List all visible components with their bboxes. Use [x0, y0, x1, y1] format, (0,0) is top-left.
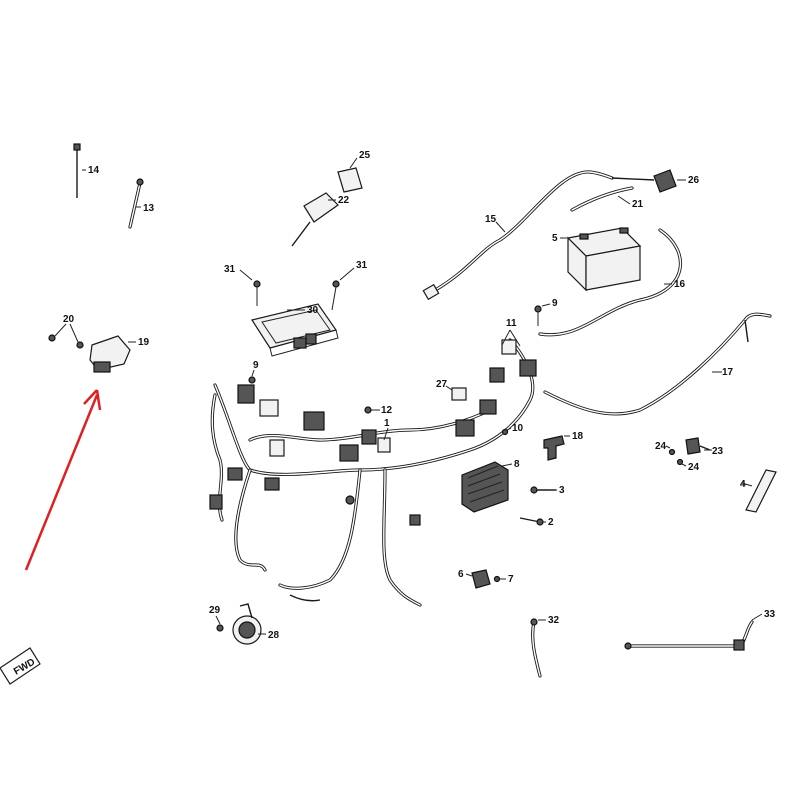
label-28: 28: [268, 630, 280, 641]
part-12-bolt: [364, 406, 380, 414]
part-7-screw: [493, 575, 506, 583]
part-31a-bolt: [239, 269, 261, 306]
label-20: 20: [63, 314, 75, 325]
label-29: 29: [209, 605, 221, 616]
part-26-terminal: [611, 169, 686, 193]
label-9a: 9: [253, 360, 259, 371]
label-25: 25: [359, 150, 371, 161]
part-6-holder: [465, 569, 491, 589]
part-4-strap: [741, 469, 777, 513]
label-7: 7: [508, 574, 514, 585]
part-32-cable: [530, 618, 546, 678]
part-24a-screw: [665, 445, 676, 456]
label-11: 11: [506, 318, 517, 329]
label-12: 12: [381, 405, 393, 416]
part-14-bolt: [73, 143, 86, 198]
part-18-bracket: [543, 435, 570, 461]
part-29-nut: [215, 615, 224, 632]
label-9b: 9: [552, 298, 558, 309]
part-8-regulator: [461, 461, 513, 513]
label-23: 23: [712, 446, 724, 457]
label-6: 6: [458, 569, 464, 580]
part-13-cable-tie: [128, 178, 144, 229]
part-17-cable: [543, 312, 772, 416]
part-28-horn: [232, 603, 266, 645]
label-15: 15: [485, 214, 497, 225]
main-wiring-harness: [209, 338, 537, 607]
part-9a-bolt: [248, 369, 256, 384]
part-20-screws: [48, 323, 84, 349]
label-2: 2: [548, 517, 554, 528]
part-10-bolt: [501, 427, 512, 436]
label-5: 5: [552, 233, 558, 244]
label-26: 26: [688, 175, 700, 186]
label-31b: 31: [356, 260, 368, 271]
part-3-bolt: [530, 486, 557, 494]
part-21-cable: [570, 186, 634, 212]
part-5-battery: [560, 227, 642, 292]
part-9b-bolt: [534, 303, 551, 326]
part-25-tag: [337, 157, 363, 193]
part-33-cable: [624, 613, 763, 651]
part-2-bolt: [519, 517, 546, 526]
label-3: 3: [559, 485, 565, 496]
label-33: 33: [764, 609, 776, 620]
label-16: 16: [674, 279, 686, 290]
part-11-leaders: [501, 329, 521, 347]
part-27-relay: [445, 385, 467, 401]
label-13: 13: [143, 203, 155, 214]
label-30: 30: [307, 305, 319, 316]
label-31a: 31: [224, 264, 236, 275]
label-8: 8: [514, 459, 520, 470]
label-24a: 24: [655, 441, 667, 452]
label-32: 32: [548, 615, 560, 626]
label-24b: 24: [688, 462, 700, 473]
label-14: 14: [88, 165, 100, 176]
label-22: 22: [338, 195, 350, 206]
label-4: 4: [740, 479, 746, 490]
part-23-sensor: [685, 437, 712, 455]
fwd-direction-badge: FWD: [0, 647, 41, 685]
part-31b-bolt: [331, 267, 355, 311]
part-22-sensor: [291, 192, 339, 247]
label-17: 17: [722, 367, 734, 378]
label-27: 27: [436, 379, 448, 390]
leader-1: [383, 427, 389, 441]
part-16-cable: [538, 228, 683, 337]
label-10: 10: [512, 423, 524, 434]
label-21: 21: [632, 199, 644, 210]
part-24b-screw: [676, 458, 687, 467]
part-15-cable: [422, 170, 614, 301]
label-19: 19: [138, 337, 150, 348]
label-1: 1: [384, 418, 390, 429]
highlight-arrow: [24, 389, 102, 571]
part-30-ecu: [251, 303, 339, 357]
label-18: 18: [572, 431, 584, 442]
part-19-module: [89, 335, 136, 373]
